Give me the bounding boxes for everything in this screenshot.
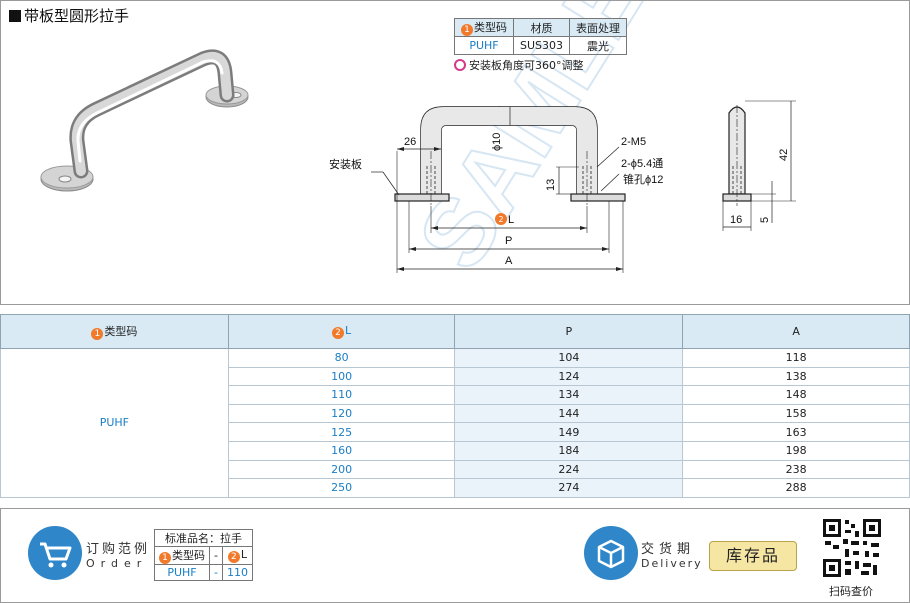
cell-L: 100	[228, 367, 456, 387]
cart-icon	[28, 526, 82, 580]
spec-finish: 震光	[569, 36, 628, 55]
label-dim-16: 16	[730, 214, 742, 226]
cell-A: 148	[682, 385, 910, 405]
cell-L: 110	[228, 385, 456, 405]
product-photo	[40, 49, 249, 192]
cell-P: 134	[454, 385, 684, 405]
cell-A: 238	[682, 460, 910, 480]
col-P-header: P	[454, 314, 684, 349]
page-title-text: 带板型圆形拉手	[24, 7, 130, 25]
label-plate: 安装板	[329, 157, 362, 171]
label-L: L	[508, 214, 514, 226]
badge-1-icon: 1	[461, 24, 473, 36]
cell-L: 80	[228, 348, 456, 368]
title-square-icon	[9, 9, 21, 22]
cell-A: 288	[682, 478, 910, 498]
order-val-sep: -	[209, 564, 223, 581]
badge-2-icon: 2	[332, 327, 345, 339]
side-view	[722, 100, 796, 231]
cell-P: 224	[454, 460, 684, 480]
type-code-cell: PUHF	[0, 348, 229, 498]
cell-A: 118	[682, 348, 910, 368]
cell-P: 104	[454, 348, 684, 368]
label-dim-13: 13	[545, 179, 557, 191]
label-dim-42: 42	[778, 149, 790, 161]
qr-caption: 扫码查价	[829, 585, 873, 598]
cell-L: 125	[228, 422, 456, 442]
spec-header-finish: 表面处理	[569, 18, 628, 37]
spec-code: PUHF	[454, 36, 514, 55]
label-countersink: 锥孔ϕ12	[623, 173, 663, 186]
label-m5: 2-M5	[621, 136, 646, 148]
cell-A: 198	[682, 441, 910, 461]
label-dim-phi10: ϕ10	[491, 133, 503, 151]
cell-L: 250	[228, 478, 456, 498]
delivery-title: 交货期	[641, 542, 696, 557]
cell-A: 163	[682, 422, 910, 442]
delivery-box-icon	[584, 526, 638, 580]
stock-badge: 库存品	[709, 541, 797, 571]
page-title: 带板型圆形拉手	[9, 5, 129, 26]
col-A-header: A	[682, 314, 910, 349]
order-val-type: PUHF	[154, 564, 210, 581]
qr-code-icon[interactable]	[821, 517, 883, 579]
order-subtitle: Order	[86, 557, 148, 570]
order-title: 订购范例	[86, 542, 151, 557]
label-dim-26: 26	[404, 136, 416, 148]
label-P: P	[505, 235, 512, 247]
L-badge-number: 2	[498, 215, 503, 224]
order-val-L: 110	[221, 564, 253, 581]
badge-1-icon: 1	[91, 328, 104, 340]
cell-P: 149	[454, 422, 684, 442]
spec-material: SUS303	[512, 36, 571, 55]
badge-1-icon: 1	[159, 552, 171, 564]
cell-P: 274	[454, 478, 684, 498]
cell-P: 184	[454, 441, 684, 461]
arrowheads	[397, 147, 623, 271]
cell-P: 144	[454, 404, 684, 424]
rotate-circle-icon	[454, 59, 466, 71]
delivery-subtitle: Delivery	[641, 557, 703, 570]
spec-header-material: 材质	[512, 18, 571, 37]
order-product-name: 标准品名：拉手	[154, 529, 253, 547]
label-hole: 2-ϕ5.4通	[621, 157, 663, 170]
cell-L: 160	[228, 441, 456, 461]
cell-A: 158	[682, 404, 910, 424]
order-col-sep: -	[209, 546, 223, 565]
label-dim-5: 5	[759, 217, 771, 223]
cell-P: 124	[454, 367, 684, 387]
cell-A: 138	[682, 367, 910, 387]
drawing-panel: 带板型圆形拉手 SAMLE	[0, 0, 910, 305]
rotate-note: 安装板角度可360°调整	[454, 57, 584, 73]
badge-2-icon: 2	[227, 551, 240, 563]
cell-L: 120	[228, 404, 456, 424]
front-view	[371, 106, 626, 273]
label-A: A	[505, 255, 513, 267]
cell-L: 200	[228, 460, 456, 480]
rotate-note-text: 安装板角度可360°调整	[469, 59, 584, 72]
L-badge-icon	[495, 213, 507, 225]
